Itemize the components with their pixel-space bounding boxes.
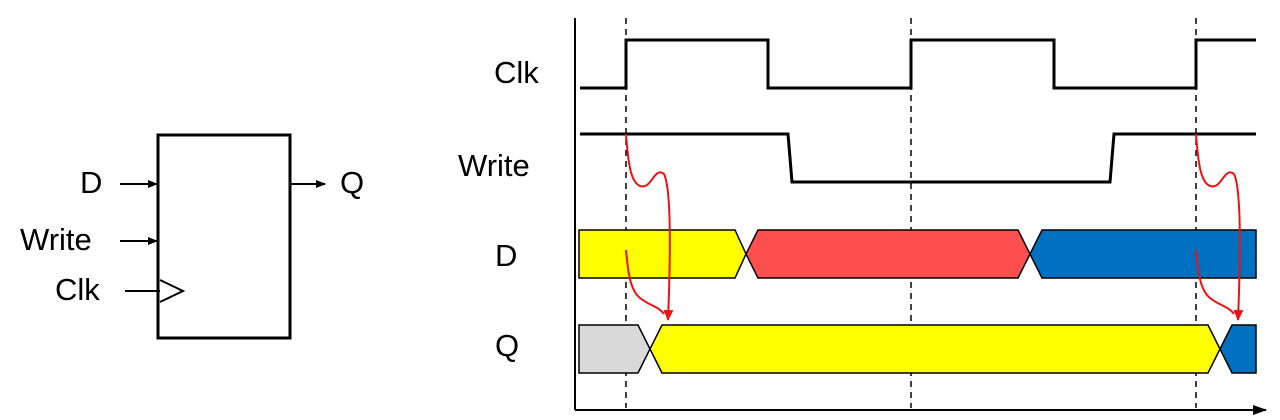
- causal-arrow-d-to-q-2: [1195, 249, 1235, 315]
- signal-label-q: Q: [495, 328, 520, 363]
- causal-arrow-d-to-q-1: [625, 249, 665, 315]
- clk-waveform: [580, 38, 1256, 90]
- q-segment-blue: [1219, 324, 1257, 374]
- register-box: [156, 133, 292, 340]
- q-segment-yellow: [649, 324, 1221, 374]
- d-segment-blue: [1029, 229, 1257, 279]
- d-segment-red: [745, 229, 1031, 279]
- input-label-d: D: [80, 165, 103, 200]
- output-label-q: Q: [340, 165, 365, 200]
- causal-arrow-write-to-q-2: [1195, 133, 1244, 321]
- input-label-write: Write: [20, 222, 92, 257]
- signal-label-write: Write: [458, 148, 530, 183]
- write-waveform: [580, 132, 1256, 184]
- input-label-clk: Clk: [55, 272, 100, 307]
- clock-triangle-icon: [159, 279, 186, 303]
- signal-label-d: D: [495, 238, 518, 273]
- q-segment-gray: [578, 324, 651, 374]
- signal-label-clk: Clk: [494, 55, 539, 90]
- causal-arrow-write-to-q-1: [625, 133, 674, 321]
- d-segment-yellow: [578, 229, 747, 279]
